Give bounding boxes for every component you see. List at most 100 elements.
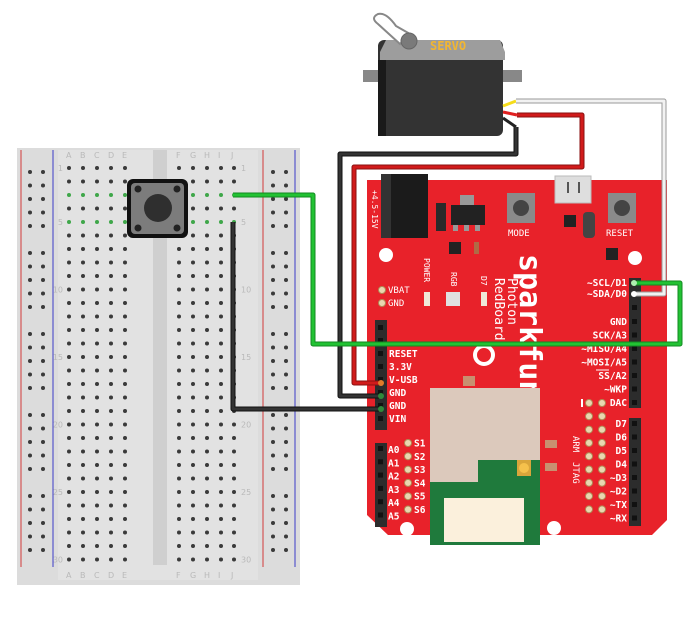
breadboard-hole[interactable] — [219, 179, 223, 184]
breadboard-hole[interactable] — [191, 328, 195, 332]
breadboard-hole[interactable] — [109, 422, 113, 427]
breadboard-hole[interactable] — [109, 166, 113, 170]
breadboard-hole[interactable] — [123, 490, 127, 494]
breadboard-hole[interactable] — [219, 476, 223, 481]
breadboard-hole[interactable] — [205, 341, 209, 346]
rail-hole[interactable] — [271, 291, 275, 296]
breadboard-hole[interactable] — [205, 233, 209, 238]
breadboard-hole[interactable] — [81, 409, 85, 413]
breadboard-hole[interactable] — [81, 517, 85, 521]
rail-hole[interactable] — [41, 278, 45, 282]
rail-hole[interactable] — [28, 440, 32, 444]
breadboard-hole[interactable] — [232, 422, 236, 427]
breadboard-hole[interactable] — [123, 409, 127, 413]
rail-hole[interactable] — [284, 264, 288, 269]
breadboard-hole[interactable] — [177, 436, 181, 440]
breadboard-hole[interactable] — [219, 274, 223, 278]
breadboard-hole[interactable] — [219, 355, 223, 359]
breadboard-hole[interactable] — [219, 287, 223, 292]
rail-hole[interactable] — [41, 534, 45, 539]
header-pin[interactable] — [632, 434, 637, 440]
rail-hole[interactable] — [284, 210, 288, 215]
breadboard-hole[interactable] — [95, 166, 99, 170]
header-pin[interactable] — [378, 351, 383, 356]
breadboard-hole[interactable] — [191, 287, 195, 292]
breadboard-hole[interactable] — [123, 476, 127, 481]
breadboard-hole[interactable] — [219, 260, 223, 265]
breadboard-hole[interactable] — [81, 179, 85, 184]
breadboard-hole[interactable] — [123, 166, 127, 170]
breadboard-hole[interactable] — [123, 179, 127, 184]
breadboard-hole[interactable] — [219, 544, 223, 548]
breadboard-hole[interactable] — [81, 328, 85, 332]
breadboard-hole[interactable] — [95, 193, 99, 197]
breadboard-hole[interactable] — [205, 301, 209, 305]
breadboard-hole[interactable] — [177, 517, 181, 521]
breadboard-hole[interactable] — [191, 166, 195, 170]
breadboard-hole[interactable] — [95, 436, 99, 440]
breadboard-hole[interactable] — [123, 530, 127, 535]
breadboard-hole[interactable] — [191, 436, 195, 440]
breadboard-hole[interactable] — [191, 179, 195, 184]
breadboard-hole[interactable] — [95, 368, 99, 373]
rail-hole[interactable] — [271, 534, 275, 539]
breadboard-hole[interactable] — [95, 179, 99, 184]
wire-servo-ground[interactable] — [338, 127, 518, 398]
rail-hole[interactable] — [41, 332, 45, 336]
breadboard-hole[interactable] — [123, 341, 127, 346]
breadboard-hole[interactable] — [123, 368, 127, 373]
rail-hole[interactable] — [28, 548, 32, 552]
breadboard-hole[interactable] — [219, 530, 223, 535]
wire-button-ground[interactable] — [231, 222, 381, 411]
breadboard-hole[interactable] — [191, 260, 195, 265]
breadboard-hole[interactable] — [232, 530, 236, 535]
breadboard-hole[interactable] — [123, 395, 127, 400]
breadboard-hole[interactable] — [219, 328, 223, 332]
breadboard-hole[interactable] — [177, 490, 181, 494]
rail-hole[interactable] — [284, 305, 288, 309]
rail-hole[interactable] — [271, 453, 275, 458]
breadboard-hole[interactable] — [205, 193, 209, 197]
rail-hole[interactable] — [284, 224, 288, 228]
breadboard-hole[interactable] — [67, 517, 71, 521]
breadboard-hole[interactable] — [191, 449, 195, 454]
breadboard-hole[interactable] — [67, 301, 71, 305]
breadboard-hole[interactable] — [109, 233, 113, 238]
breadboard-hole[interactable] — [95, 287, 99, 292]
breadboard-hole[interactable] — [219, 463, 223, 467]
breadboard-hole[interactable] — [123, 449, 127, 454]
breadboard-hole[interactable] — [205, 476, 209, 481]
breadboard-hole[interactable] — [95, 301, 99, 305]
breadboard-hole[interactable] — [95, 314, 99, 319]
micro-usb-port[interactable] — [554, 175, 592, 204]
breadboard-hole[interactable] — [81, 166, 85, 170]
breadboard-hole[interactable] — [67, 557, 71, 562]
header-pin[interactable] — [632, 359, 637, 365]
breadboard-hole[interactable] — [191, 557, 195, 562]
breadboard-hole[interactable] — [67, 395, 71, 400]
breadboard-hole[interactable] — [95, 530, 99, 535]
rail-hole[interactable] — [28, 467, 32, 471]
breadboard-hole[interactable] — [67, 382, 71, 386]
breadboard-hole[interactable] — [67, 220, 71, 224]
breadboard-hole[interactable] — [191, 206, 195, 211]
breadboard-hole[interactable] — [219, 436, 223, 440]
rail-hole[interactable] — [41, 372, 45, 377]
header-pin[interactable] — [632, 319, 637, 324]
breadboard-hole[interactable] — [81, 260, 85, 265]
breadboard-hole[interactable] — [123, 463, 127, 467]
rail-hole[interactable] — [271, 332, 275, 336]
rail-hole[interactable] — [41, 183, 45, 188]
breadboard-hole[interactable] — [95, 409, 99, 413]
header-pin[interactable] — [378, 459, 383, 465]
breadboard-hole[interactable] — [123, 328, 127, 332]
rail-hole[interactable] — [41, 521, 45, 525]
rail-hole[interactable] — [41, 467, 45, 471]
breadboard-hole[interactable] — [67, 328, 71, 332]
breadboard-hole[interactable] — [109, 260, 113, 265]
breadboard-hole[interactable] — [109, 544, 113, 548]
rail-hole[interactable] — [271, 210, 275, 215]
breadboard-hole[interactable] — [123, 260, 127, 265]
breadboard-hole[interactable] — [232, 544, 236, 548]
header-pin[interactable] — [632, 373, 637, 378]
